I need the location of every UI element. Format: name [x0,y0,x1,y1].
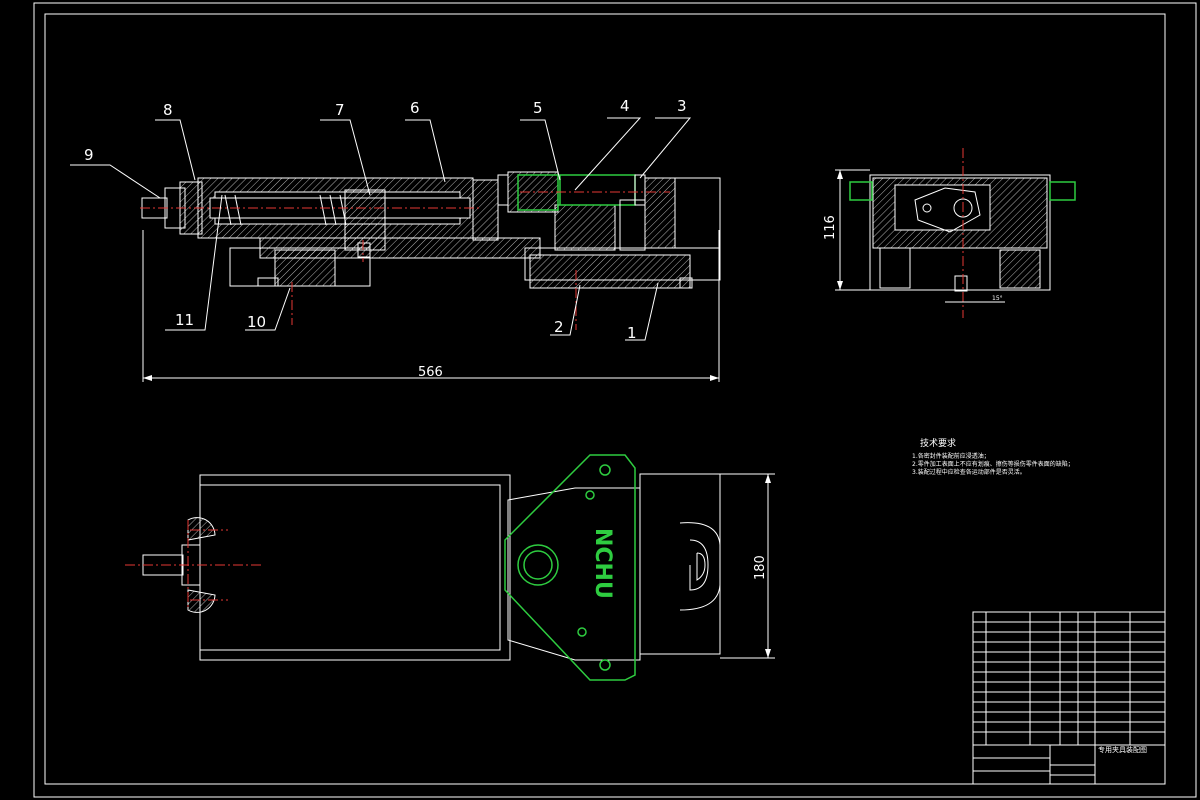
nchu-logo: NCHU [590,528,615,599]
tech-req-title: 技术要求 [920,437,956,449]
balloon-4: 4 [620,97,630,115]
side-view [835,148,1076,318]
balloon-10: 10 [247,313,266,331]
balloon-2: 2 [554,318,564,336]
tech-req-item-1: 1.各密封件装配前应浸透油； [912,452,990,460]
tech-req-item-3: 3.装配过程中应检查各运动部件是否灵活。 [912,468,1026,476]
top-view [125,454,775,681]
balloon-7: 7 [335,101,345,119]
side-note: 15° [992,295,1003,302]
outer-border [33,2,1197,798]
dim-top-width: 180 [753,555,768,580]
balloon-11: 11 [175,311,194,329]
drawing-title: 专用夹具装配图 [1098,745,1147,754]
balloon-5: 5 [533,99,543,117]
front-view [70,117,721,382]
balloon-1: 1 [627,324,637,342]
dim-overall-length: 566 [418,365,443,380]
inner-border [44,13,1166,785]
tech-req-item-2: 2.零件加工表面上不应有划痕、擦伤等损伤零件表面的缺陷； [912,460,1074,468]
balloon-6: 6 [410,99,420,117]
title-block [972,611,1166,785]
balloon-8: 8 [163,101,173,119]
balloon-3: 3 [677,97,687,115]
balloon-9: 9 [84,146,94,164]
dim-side-height: 116 [823,215,838,240]
